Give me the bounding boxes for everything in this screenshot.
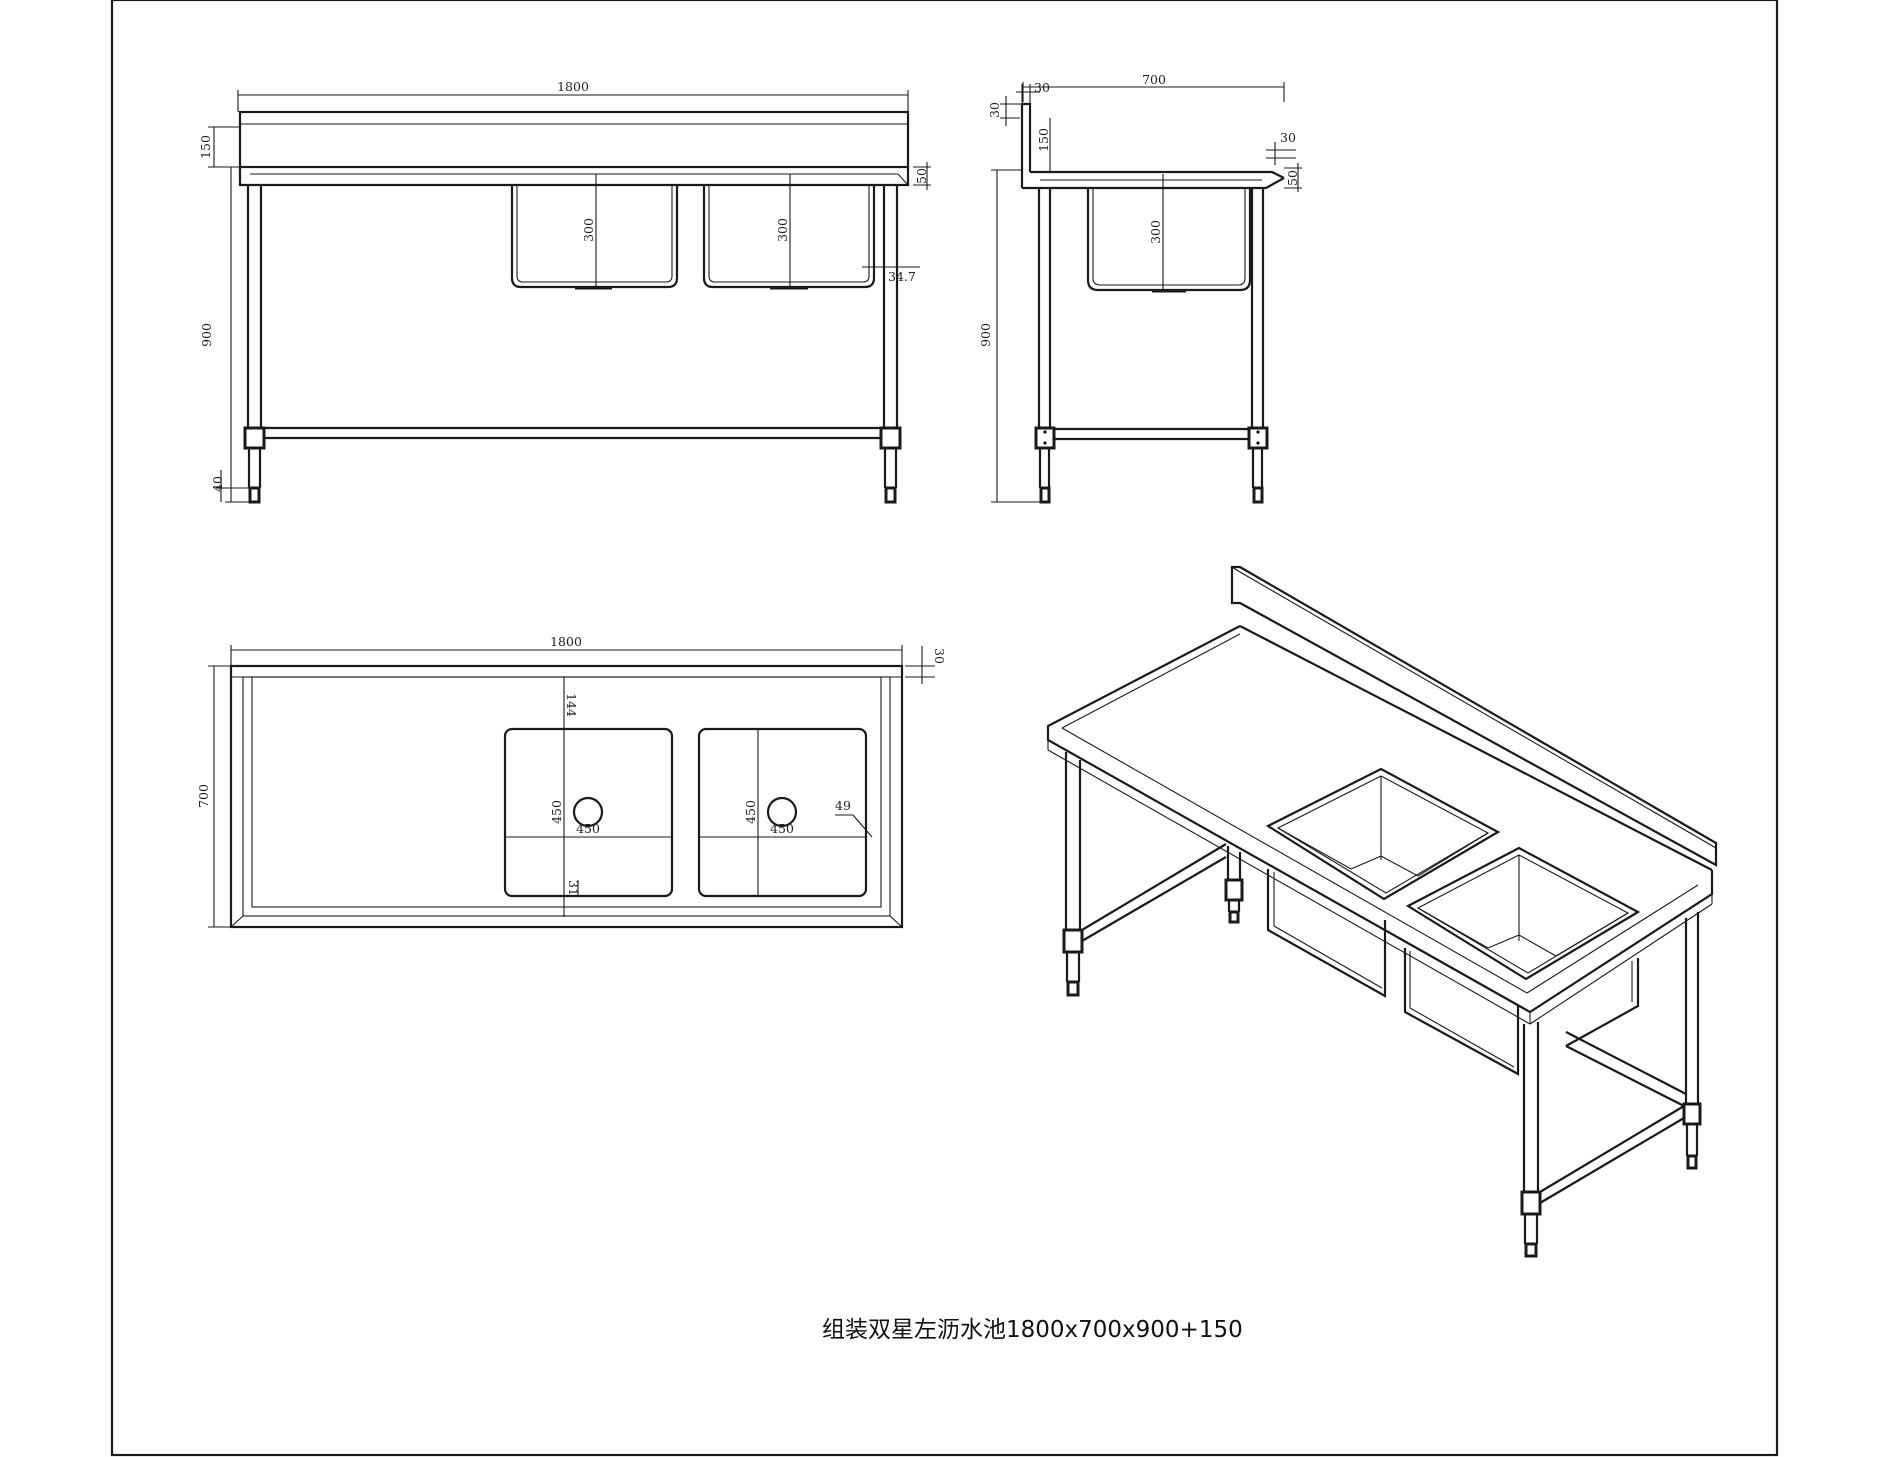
top-width-dim: 1800 bbox=[550, 634, 582, 649]
front-foot-dim: 40 bbox=[210, 476, 225, 492]
front-backsplash-dim: 150 bbox=[198, 135, 213, 159]
front-sink2-depth-dim: 300 bbox=[775, 218, 790, 242]
top-view: 1800 144 450 450 450 450 49 31 700 bbox=[196, 634, 947, 929]
side-height-dim: 900 bbox=[978, 323, 993, 347]
drawing-caption: 组装双星左沥水池1800x700x900+150 bbox=[822, 1317, 1243, 1343]
front-edge-dim: 50 bbox=[914, 168, 929, 184]
front-leg-offset-dim: 34.7 bbox=[888, 269, 916, 284]
front-height-dim: 900 bbox=[199, 323, 214, 347]
side-depth-dim: 700 bbox=[1142, 72, 1166, 87]
front-width-dim: 1800 bbox=[557, 79, 589, 94]
side-sink-depth-dim: 300 bbox=[1148, 220, 1163, 244]
sheet-border bbox=[110, 0, 1779, 1457]
side-lip-top-w-dim: 30 bbox=[1034, 80, 1050, 95]
side-edge-dim: 50 bbox=[1285, 170, 1300, 186]
side-backsplash-dim: 150 bbox=[1036, 128, 1051, 152]
top-sink2-w-dim: 450 bbox=[770, 821, 794, 836]
isometric-view bbox=[1046, 565, 1718, 1258]
side-view: 700 300 30 bbox=[978, 72, 1302, 504]
top-side-gap-dim: 49 bbox=[835, 798, 851, 813]
front-view: 1800 300 bbox=[198, 79, 931, 504]
top-depth-dim: 700 bbox=[196, 784, 211, 808]
front-sink1-depth-dim: 300 bbox=[581, 218, 596, 242]
side-front-lip-dim: 30 bbox=[1280, 130, 1296, 145]
top-rim-dim: 30 bbox=[932, 648, 947, 664]
top-front-gap-dim: 31 bbox=[566, 880, 581, 896]
top-sink2-h-dim: 450 bbox=[743, 800, 758, 824]
top-sink1-h-dim: 450 bbox=[549, 800, 564, 824]
side-lip-top-dim: 30 bbox=[987, 102, 1002, 118]
top-sink1-w-dim: 450 bbox=[576, 821, 600, 836]
top-back-offset-dim: 144 bbox=[564, 693, 579, 717]
